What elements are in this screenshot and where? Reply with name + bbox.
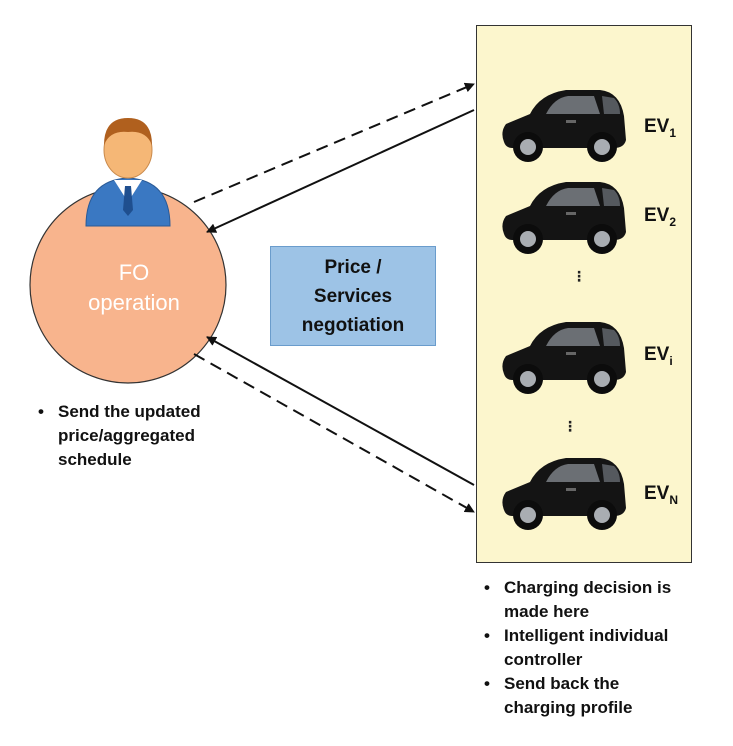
bullet-line: charging profile: [504, 698, 633, 717]
ev-label-n: EVN: [644, 483, 679, 507]
ev-label-i: EVi: [644, 344, 673, 368]
ev-bullet-item: Intelligent individual controller: [484, 624, 724, 672]
fo-label-line1: FO: [118, 260, 150, 285]
bullet-line: Intelligent individual: [504, 626, 669, 645]
ev-label-1: EV1: [644, 116, 677, 140]
fo-label-line2: operation: [88, 290, 180, 315]
operator-person-icon: [85, 118, 171, 227]
car-icon: [502, 90, 626, 162]
bullet-line: made here: [504, 602, 590, 621]
negotiation-line1: Price /: [324, 256, 382, 278]
bullet-line: Send back the: [504, 674, 620, 693]
fo-bullet-item: Send the updated price/aggregated schedu…: [38, 400, 258, 472]
ev1-to-fo-solid-arrow: [206, 109, 475, 233]
bullet-line: Send the updated: [58, 402, 201, 421]
negotiation-line3: negotiation: [301, 314, 405, 336]
fo-to-ev1-dashed-arrow: [193, 82, 475, 203]
fo-bullet-list: Send the updated price/aggregated schedu…: [38, 400, 258, 472]
evn-to-fo-solid-arrow: [206, 336, 475, 486]
car-icon: [502, 458, 626, 530]
vertical-ellipsis: ⋮: [572, 268, 586, 284]
vertical-ellipsis: ⋮: [563, 418, 577, 434]
car-icon: [502, 322, 626, 394]
bullet-line: price/aggregated: [58, 426, 195, 445]
negotiation-line2: Services: [313, 285, 393, 307]
fo-operation-label: FO operation: [34, 258, 234, 318]
bullet-line: controller: [504, 650, 583, 669]
bullet-line: Charging decision is: [504, 578, 672, 597]
bullet-line: schedule: [58, 450, 132, 469]
ev-bullet-item: Charging decision is made here: [484, 576, 724, 624]
fo-to-evn-dashed-arrow: [193, 353, 475, 513]
ev-bullet-list: Charging decision is made here Intellige…: [484, 576, 724, 720]
price-services-negotiation-box: Price / Services negotiation: [270, 246, 436, 346]
car-icon: [502, 182, 626, 254]
ev-bullet-item: Send back the charging profile: [484, 672, 724, 720]
ev-label-2: EV2: [644, 205, 677, 229]
